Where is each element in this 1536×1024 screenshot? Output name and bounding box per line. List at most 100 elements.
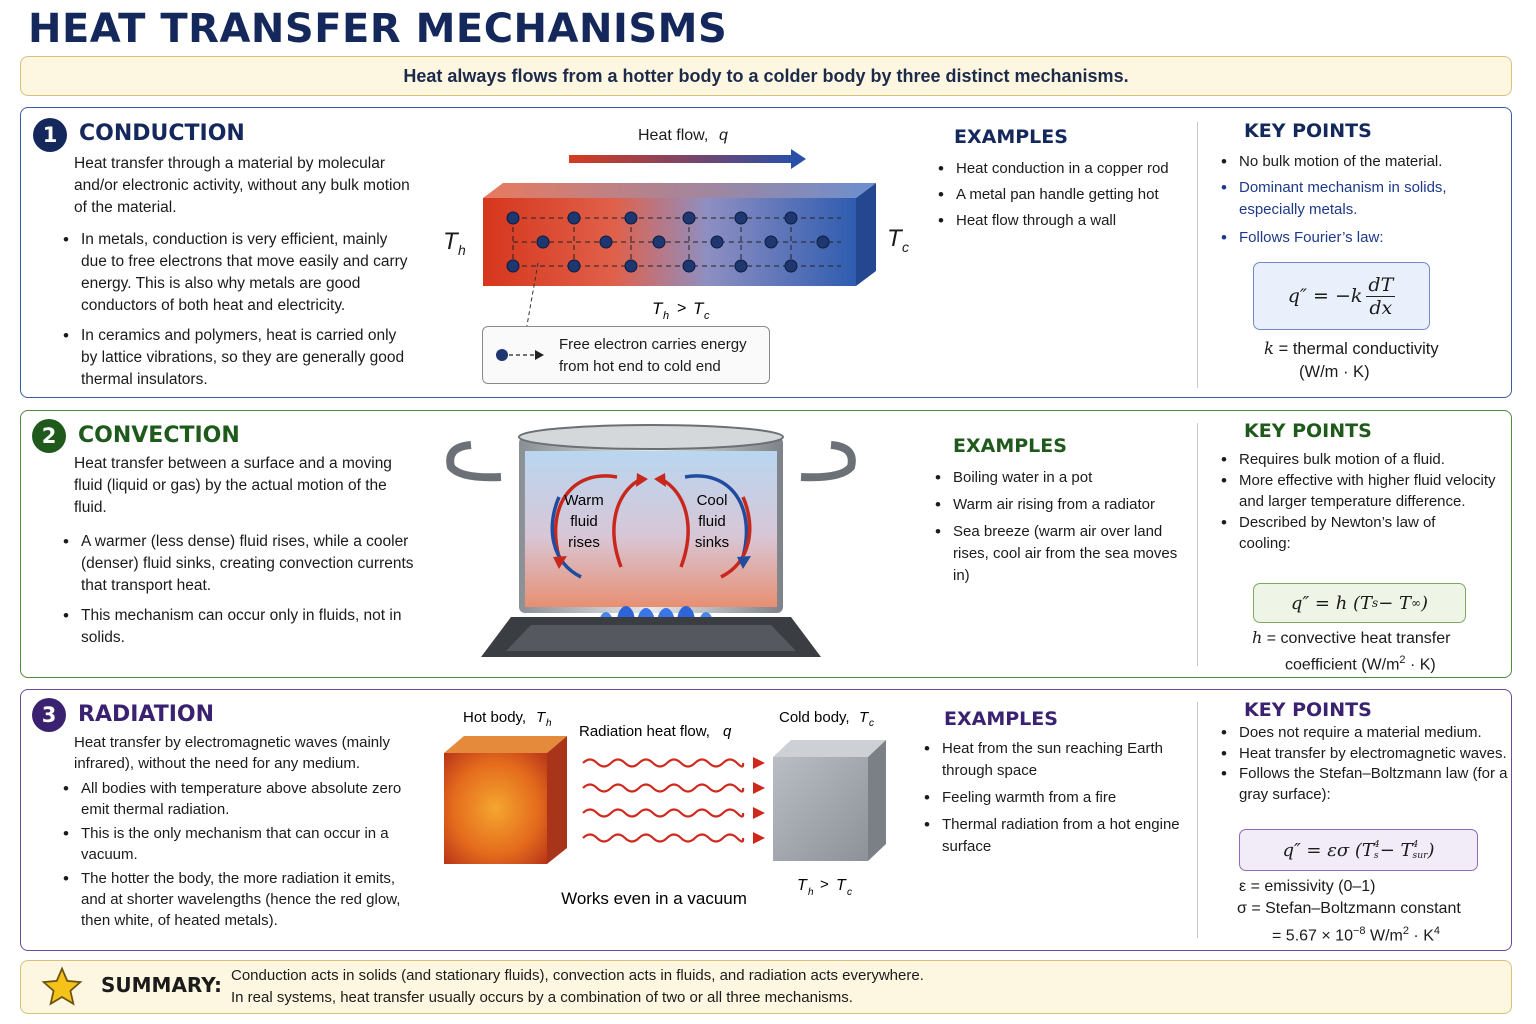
radiation-title: RADIATION: [78, 702, 215, 727]
newton-formula-part: ): [1421, 592, 1429, 614]
h-units-text: coefficient (W/m: [1285, 656, 1400, 674]
convection-description: Heat transfer between a surface and a mo…: [74, 455, 392, 516]
h-symbol: h: [1252, 628, 1263, 647]
electron-callout: Free electron carries energy from hot en…: [482, 326, 770, 384]
example-item: A metal pan handle getting hot: [936, 182, 1206, 208]
convection-currents: [550, 474, 752, 579]
callout-text: Free electron carries energy from hot en…: [559, 336, 747, 375]
section-number-3: 3: [32, 698, 66, 732]
sigma-units-sup: 2: [1402, 925, 1409, 937]
k-units: (W/m · K): [1299, 363, 1370, 381]
pot-rim: [518, 424, 784, 450]
newton-formula-sub: s: [1372, 596, 1379, 610]
k-definition-text: = thermal conductivity: [1278, 340, 1439, 358]
radiation-keypoints-heading: KEY POINTS: [1244, 699, 1372, 721]
newton-formula-part: q″ = h (T: [1290, 592, 1373, 614]
radiation-bullets: All bodies with temperature above absolu…: [61, 778, 411, 931]
warm-label-2: fluid: [570, 513, 598, 530]
h-definition: h = convective heat transfer: [1252, 627, 1450, 650]
convection-keypoints-heading: KEY POINTS: [1244, 420, 1372, 442]
radiation-bullet: All bodies with temperature above absolu…: [61, 778, 411, 820]
radiation-description: Heat transfer by electromagnetic waves (…: [74, 734, 390, 772]
cold-cube-side: [868, 740, 886, 861]
keypoint-item: Follows the Stefan–Boltzmann law (for a …: [1219, 764, 1509, 805]
column-divider: [1197, 423, 1198, 666]
conduction-diagram: Heat flow, q T h T c T h > T c: [443, 127, 909, 332]
warm-label-1: Warm: [564, 492, 603, 509]
h-units-text: · K): [1405, 656, 1436, 674]
radiation-waves: [582, 758, 745, 843]
cold-body-label: Cold body,: [779, 709, 850, 726]
hot-end-subscript: h: [458, 242, 466, 258]
warm-label-3: rises: [568, 534, 600, 551]
radiation-examples-heading: EXAMPLES: [944, 708, 1058, 730]
cool-label-3: sinks: [695, 534, 729, 551]
keypoint-item: Dominant mechanism in solids, especially…: [1219, 177, 1509, 221]
conduction-bullets: In metals, conduction is very efficient,…: [61, 229, 411, 391]
radiation-bullet: The hotter the body, the more radiation …: [61, 868, 411, 931]
keypoint-item: Heat transfer by electromagnetic waves.: [1219, 744, 1509, 765]
tc-subscript: c: [704, 310, 710, 322]
pot-water: [525, 451, 777, 607]
stove-grate-inner: [506, 625, 796, 651]
radiation-diagram: Hot body, T h Radiation heat flow, q Col…: [444, 709, 886, 908]
radiation-keypoints: Does not require a material medium. Heat…: [1219, 723, 1509, 805]
cold-end-subscript: c: [902, 239, 909, 255]
example-item: Heat flow through a wall: [936, 208, 1206, 234]
gt-symbol: >: [820, 876, 829, 893]
sigma-definition: σ = Stefan–Boltzmann constant: [1237, 900, 1461, 917]
heat-flow-symbol: q: [719, 127, 728, 144]
keypoint-item: Follows Fourier’s law:: [1219, 227, 1509, 249]
emissivity-definition: ε = emissivity (0–1): [1239, 878, 1376, 895]
h-units: coefficient (W/m2 · K): [1285, 649, 1436, 676]
hot-body-label: Hot body,: [463, 709, 526, 726]
hot-cube-top: [444, 736, 567, 753]
convection-diagram: Warm fluid rises Cool fluid sinks: [446, 424, 856, 657]
radiation-flow-label: Radiation heat flow,: [579, 723, 710, 740]
current-arrowheads: [553, 473, 751, 569]
conduction-keypoints: No bulk motion of the material. Dominant…: [1219, 151, 1509, 249]
keypoint-item: No bulk motion of the material.: [1219, 151, 1509, 173]
h-units-sup: 2: [1399, 654, 1406, 666]
section-number-2: 2: [32, 419, 66, 453]
bar-side-face: [856, 183, 876, 286]
th-label: T: [797, 877, 808, 894]
fourier-fraction: dT dx: [1366, 274, 1396, 319]
sb-formula-part: q″ = εσ (T: [1282, 839, 1374, 861]
hot-cube-side: [547, 736, 567, 864]
convection-bullets: A warmer (less dense) fluid rises, while…: [61, 531, 416, 649]
sigma-units: W/m: [1365, 927, 1403, 945]
conduction-keypoints-heading: KEY POINTS: [1244, 120, 1372, 142]
radiation-flow-symbol: q: [723, 723, 732, 740]
radiation-examples: Heat from the sun reaching Earth through…: [922, 738, 1194, 858]
sb-power: 4: [1412, 839, 1419, 850]
radiation-arrowheads: [753, 757, 765, 844]
example-item: Sea breeze (warm air over land rises, co…: [933, 521, 1193, 587]
subtitle-text: Heat always flows from a hotter body to …: [403, 65, 1129, 86]
radiation-bullet: This is the only mechanism that can occu…: [61, 823, 411, 865]
sigma-exponent: −8: [1352, 925, 1366, 937]
sb-sub: s: [1373, 850, 1379, 861]
fourier-lhs: q″ = −k: [1287, 285, 1363, 307]
cool-label-1: Cool: [697, 492, 728, 509]
cold-body-cube: [773, 757, 868, 861]
keypoint-item: Does not require a material medium.: [1219, 723, 1509, 744]
convection-title: CONVECTION: [78, 423, 240, 448]
h-definition-text: = convective heat transfer: [1266, 630, 1451, 647]
conduction-examples-heading: EXAMPLES: [954, 126, 1068, 148]
hot-body-symbol: T: [536, 709, 547, 726]
radiation-panel: 3 RADIATION Heat transfer by electromagn…: [20, 689, 1512, 951]
newton-formula-sub: ∞: [1411, 596, 1422, 610]
tc-subscript: c: [847, 887, 852, 898]
k-symbol: k: [1264, 339, 1274, 358]
heat-flow-arrowhead: [791, 149, 806, 169]
newton-formula-part: − T: [1378, 592, 1412, 614]
example-item: Warm air rising from a radiator: [933, 494, 1193, 516]
hot-body-subscript: h: [546, 718, 552, 729]
sigma-units: · K: [1408, 927, 1434, 945]
page-title: HEAT TRANSFER MECHANISMS: [28, 6, 728, 52]
convection-bullet: A warmer (less dense) fluid rises, while…: [61, 531, 416, 597]
convection-examples: Boiling water in a pot Warm air rising f…: [933, 467, 1193, 587]
